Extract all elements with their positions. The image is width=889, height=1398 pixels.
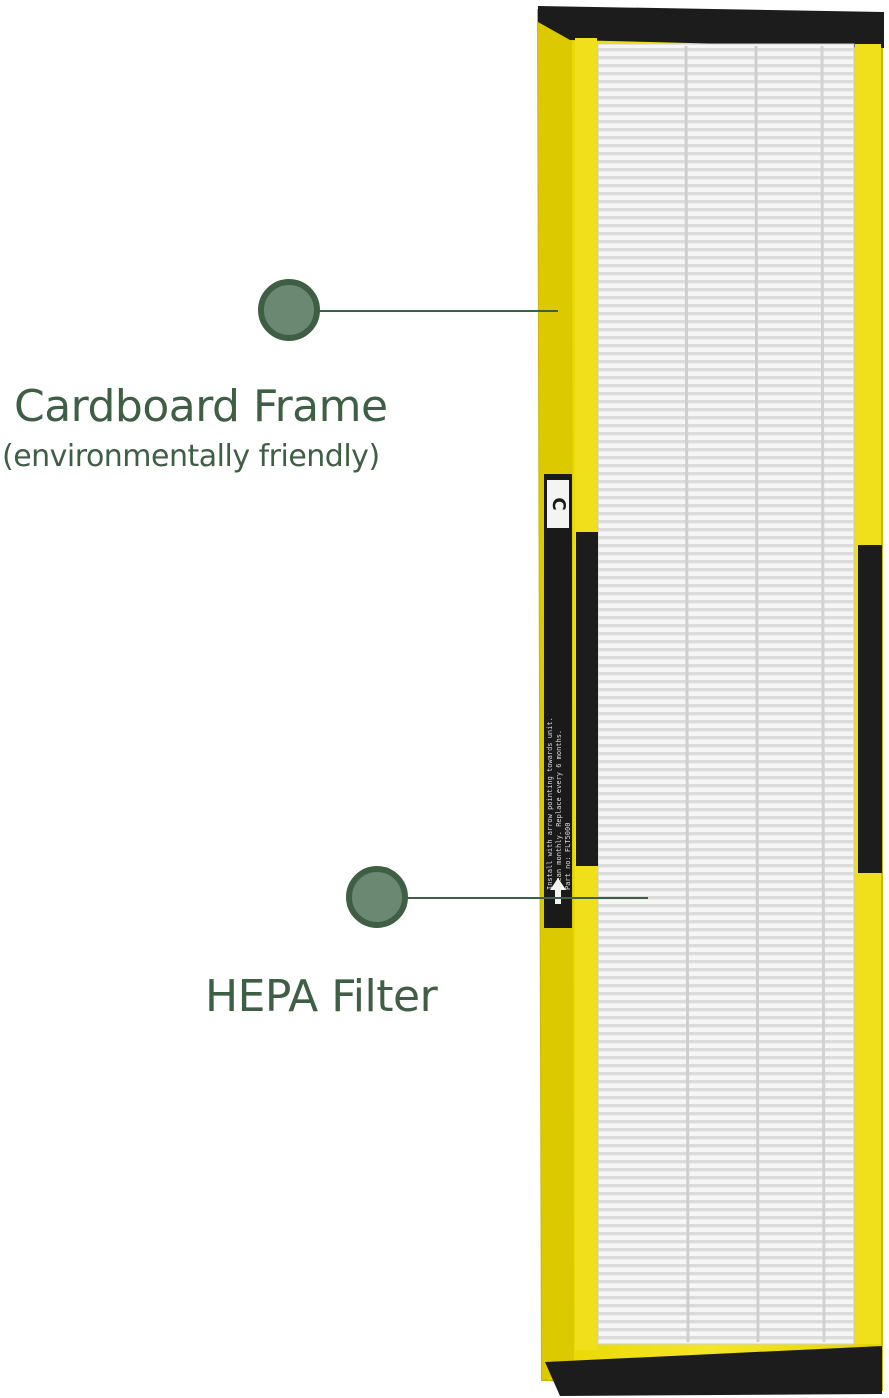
callout-frame-dot <box>258 279 320 341</box>
support-thread <box>684 45 690 1343</box>
bottom-gasket <box>545 1346 882 1396</box>
hepa-media <box>598 44 854 1344</box>
callout-frame <box>258 279 558 341</box>
top-gasket <box>538 6 884 48</box>
right-seal-strip <box>858 545 882 873</box>
support-thread <box>754 45 760 1343</box>
callout-hepa <box>346 866 648 928</box>
frame-callout-subtitle: (environmentally friendly) <box>2 439 380 474</box>
label-line-2: Clean monthly. Replace every 6 months. <box>555 730 563 890</box>
label-line-3: Part no: FLT5000 <box>564 823 572 890</box>
frame-callout-title: Cardboard Frame <box>14 381 388 432</box>
label-line-1: Install with arrow pointing towards unit… <box>546 717 554 890</box>
hepa-callout-title: HEPA Filter <box>205 971 438 1022</box>
callout-hepa-dot <box>346 866 408 928</box>
airflow-arrow-icon <box>550 878 566 904</box>
svg-text:C: C <box>548 497 569 510</box>
air-filter: C Install with arrow pointing towards un… <box>536 6 884 1396</box>
support-thread <box>820 45 826 1343</box>
label-sticker: C Install with arrow pointing towards un… <box>544 474 572 928</box>
left-seal-strip <box>576 532 598 866</box>
